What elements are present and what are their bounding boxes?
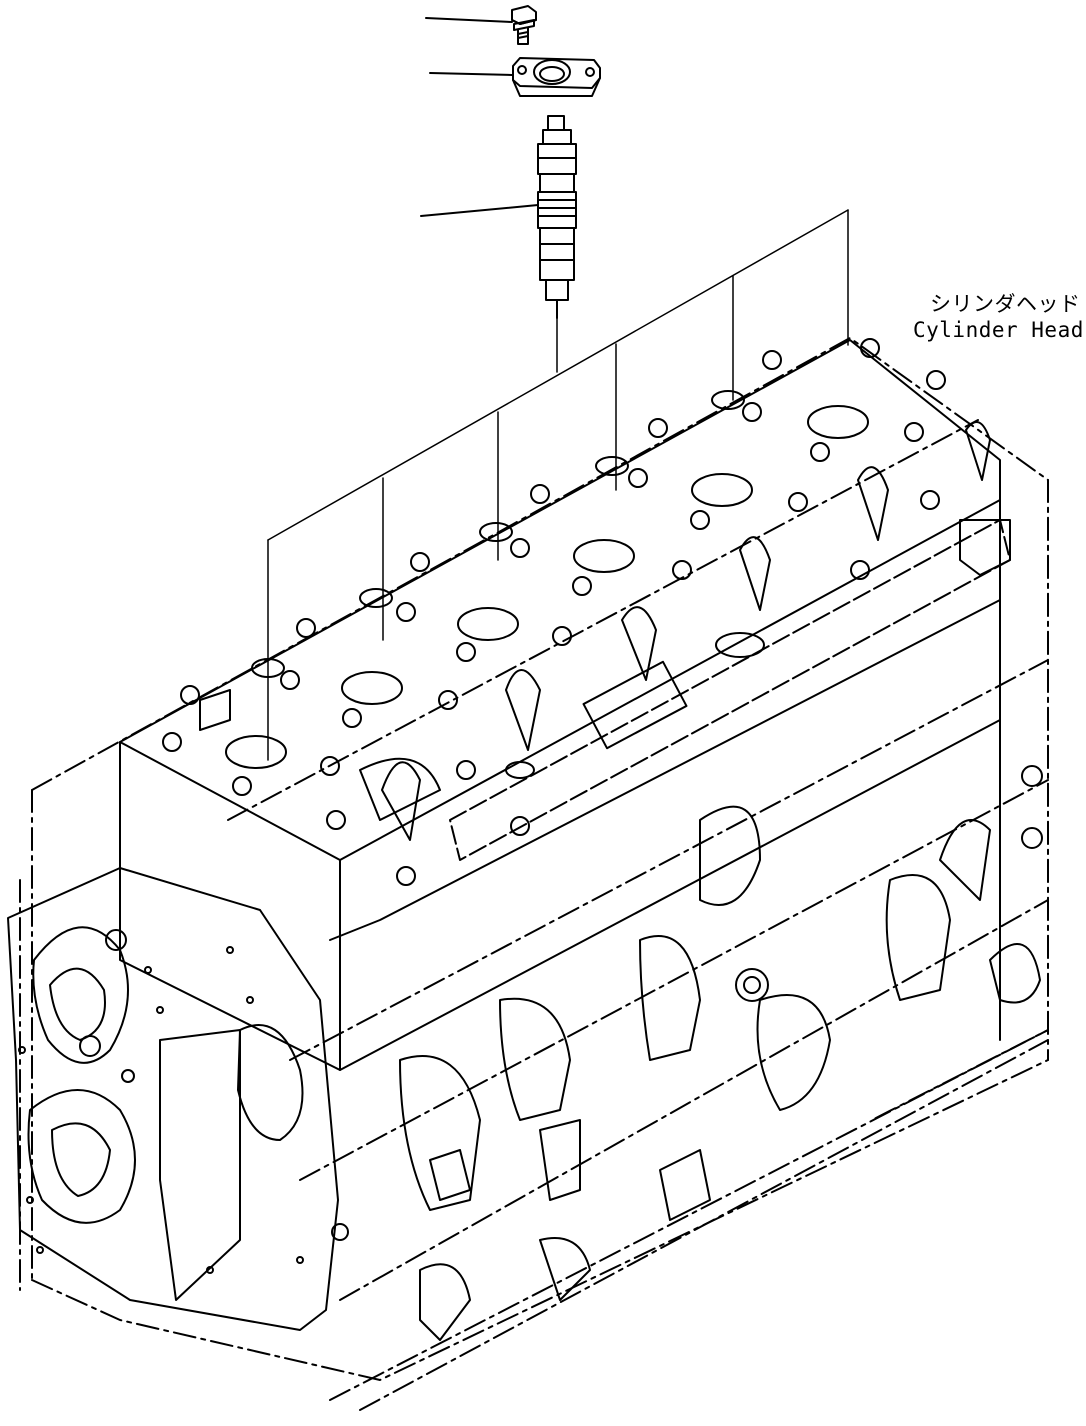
leader-injector [420, 204, 539, 217]
intake-side [381, 421, 1011, 901]
leader-clamp [429, 72, 513, 76]
leader-bolt [425, 17, 513, 23]
cylinder-leader-lines [267, 209, 849, 761]
cylinder-head-top [119, 339, 1001, 1071]
block-side-castings [329, 599, 1043, 1341]
flange-bolt-icon [511, 5, 537, 45]
engine-block [7, 867, 349, 1331]
injector-clamp-icon [512, 57, 601, 97]
cylinder-head-label-jp: シリンダヘッド [930, 292, 1081, 316]
fuel-injector-icon [537, 115, 577, 319]
crankcase-phantom [19, 479, 1049, 1411]
head-bolts [162, 338, 946, 886]
cylinder-head-label-en: Cylinder Head [913, 318, 1084, 342]
